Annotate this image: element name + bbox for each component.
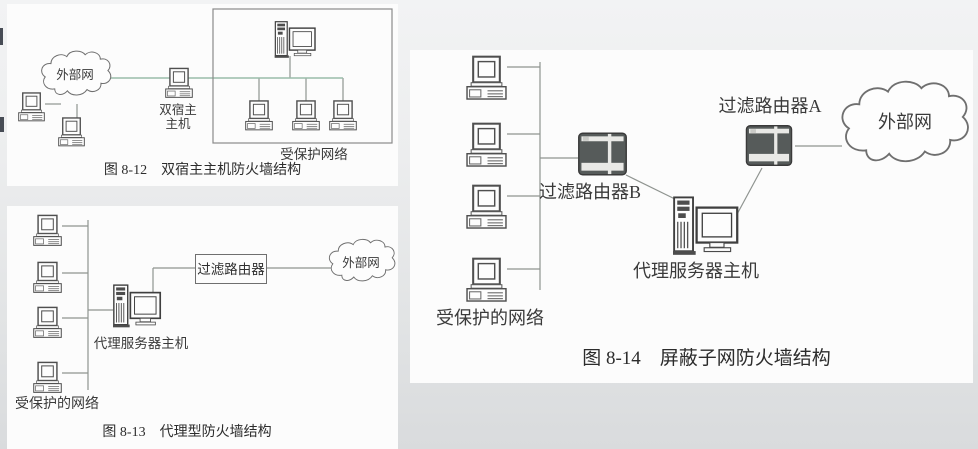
- figure-8-12-caption: 图 8-12 双宿主主机防火墙结构: [103, 163, 302, 178]
- desktop-pc-icon: [33, 361, 62, 394]
- filter-router-b-icon: [578, 132, 627, 176]
- desktop-pc-icon: [33, 261, 62, 294]
- dual-homed-host-pc-icon: [165, 67, 193, 99]
- desktop-pc-icon: [33, 306, 62, 339]
- figure-8-14-panel: 过滤路由器A 过滤路由器B 外部网 代理服务器主机 受保护的网络 图 8-14 …: [410, 50, 973, 383]
- filter-router-a-label: 过滤路由器A: [718, 96, 822, 116]
- server-host-icon: [273, 21, 316, 59]
- proxy-server-host-label: 代理服务器主机: [93, 336, 189, 351]
- desktop-pc-icon: [466, 55, 507, 101]
- desktop-pc-icon: [245, 100, 273, 131]
- figure-8-13-caption: 图 8-13 代理型防火墙结构: [102, 425, 272, 440]
- proxy-server-host-label: 代理服务器主机: [633, 261, 759, 281]
- desktop-pc-icon: [466, 184, 507, 230]
- external-network-label: 外部网: [342, 256, 380, 270]
- desktop-pc-icon: [292, 100, 320, 131]
- desktop-pc-icon: [466, 257, 507, 303]
- dual-homed-host-label: 双宿主 主机: [159, 103, 197, 131]
- external-network-label: 外部网: [878, 112, 932, 132]
- protected-network-label: 受保护的网络: [436, 308, 544, 328]
- figure-8-14-caption: 图 8-14 屏蔽子网防火墙结构: [582, 348, 831, 369]
- desktop-pc-icon: [33, 214, 62, 247]
- scan-artifact-mark: [0, 28, 3, 45]
- figure-8-12-panel: 外部网 双宿主 主机 受保护网络 图 8-12 双宿主主机防火墙结构: [7, 4, 398, 186]
- external-network-label: 外部网: [56, 68, 94, 82]
- filter-router-box: 过滤路由器: [195, 254, 267, 284]
- fig13-connections: [62, 220, 333, 390]
- desktop-pc-icon: [58, 117, 85, 147]
- proxy-server-host-icon: [673, 196, 739, 257]
- figure-8-13-panel: 过滤路由器 外部网 代理服务器主机 受保护的网络 图 8-13 代理型防火墙结构: [7, 206, 398, 449]
- fig12-connections: [45, 56, 344, 118]
- protected-network-label: 受保护的网络: [15, 397, 99, 412]
- filter-router-a-icon: [745, 125, 793, 166]
- scan-artifact-mark: [0, 117, 4, 132]
- desktop-pc-icon: [466, 122, 507, 168]
- fig14-connections: [507, 62, 842, 290]
- filter-router-label: 过滤路由器: [197, 261, 265, 277]
- protected-network-label: 受保护网络: [280, 147, 348, 162]
- desktop-pc-icon: [18, 92, 45, 122]
- filter-router-b-label: 过滤路由器B: [538, 182, 641, 202]
- fig12-protected-network-box: [212, 8, 393, 144]
- desktop-pc-icon: [329, 100, 357, 131]
